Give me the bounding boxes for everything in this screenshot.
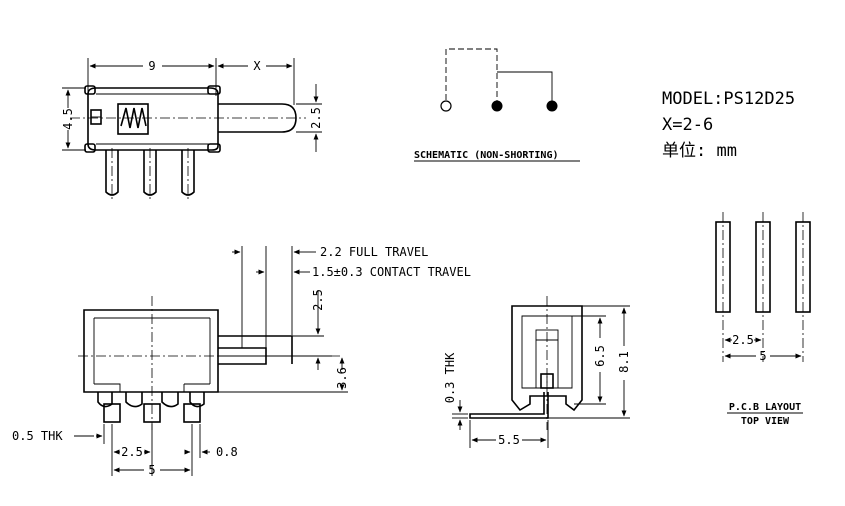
full-travel-label: 2.2 FULL TRAVEL [320, 245, 428, 259]
dim-height: 4.5 [61, 108, 75, 130]
contact-travel-label: 1.5±0.3 CONTACT TRAVEL [312, 265, 471, 279]
dim-actuator-offset: 3.6 [335, 367, 349, 389]
lead-thickness-label: 0.5 THK [12, 429, 63, 443]
pcb-span: 5 [759, 349, 766, 363]
front-view: 2.2 FULL TRAVEL 1.5±0.3 CONTACT TRAVEL 2… [12, 245, 471, 477]
terminal-common [491, 100, 503, 112]
pcb-subtitle: TOP VIEW [741, 416, 790, 427]
end-view: 0.3 THK 5.5 6.5 8.1 [443, 296, 631, 448]
model-label: MODEL:PS12D25 [662, 89, 795, 109]
pcb-title: P.C.B LAYOUT [729, 402, 801, 413]
end-thickness-label: 0.3 THK [443, 352, 457, 403]
schematic-caption: SCHEMATIC (NON-SHORTING) [414, 150, 559, 161]
pcb-pitch: 2.5 [732, 333, 754, 347]
terminal-closed [546, 100, 558, 112]
dim-length: 9 [148, 59, 155, 73]
dim-inner-height: 6.5 [593, 345, 607, 367]
unit-label: 单位: mm [662, 141, 737, 161]
spring-icon [120, 107, 147, 129]
dim-outer-height: 8.1 [617, 351, 631, 373]
dim-actuator-height-front: 2.5 [311, 289, 325, 311]
dim-pitch: 2.5 [121, 445, 143, 459]
dim-actuator-height: 2.5 [309, 107, 323, 129]
dim-extension: X [253, 59, 261, 73]
schematic: SCHEMATIC (NON-SHORTING) [414, 48, 580, 162]
side-view: 9 X 4.5 [61, 58, 323, 200]
pcb-layout: 2.5 5 P.C.B LAYOUT TOP VIEW [715, 212, 811, 427]
dim-span: 5 [148, 463, 155, 477]
x-range-label: X=2-6 [662, 115, 713, 135]
dim-lead-width: 0.8 [216, 445, 238, 459]
terminal-open [440, 100, 452, 112]
specs: MODEL:PS12D25 X=2-6 单位: mm [662, 89, 795, 161]
dim-lead-length: 5.5 [498, 433, 520, 447]
